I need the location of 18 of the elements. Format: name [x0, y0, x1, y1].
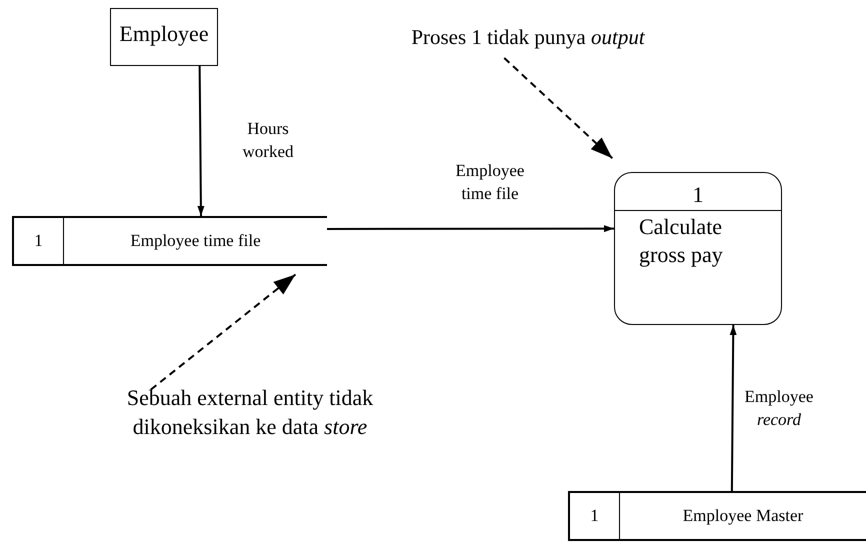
- store-number: 1: [570, 493, 620, 539]
- annotation-note: Proses 1 tidak punya output: [396, 24, 660, 58]
- dashed-pointer-arrow: [150, 274, 296, 390]
- data-store: [12, 216, 327, 266]
- data-flow-arrow: [197, 66, 204, 216]
- store-name: Employee Master: [682, 505, 804, 527]
- data-flow-arrow: [327, 225, 614, 232]
- process-number: 1: [615, 173, 781, 211]
- store-number: 1: [14, 218, 64, 264]
- annotation-note: Sebuah external entity tidak dikoneksikan ke data store: [116, 384, 384, 496]
- entity-name: Employee: [118, 21, 210, 47]
- data-store: [568, 491, 866, 541]
- data-flow-arrow: [730, 325, 737, 491]
- process-box: [614, 172, 782, 325]
- dashed-pointer-arrow: [504, 57, 613, 159]
- store-name: Employee time file: [129, 230, 262, 252]
- process-name: Calculate gross pay: [639, 213, 724, 268]
- external-entity-box: [110, 8, 218, 66]
